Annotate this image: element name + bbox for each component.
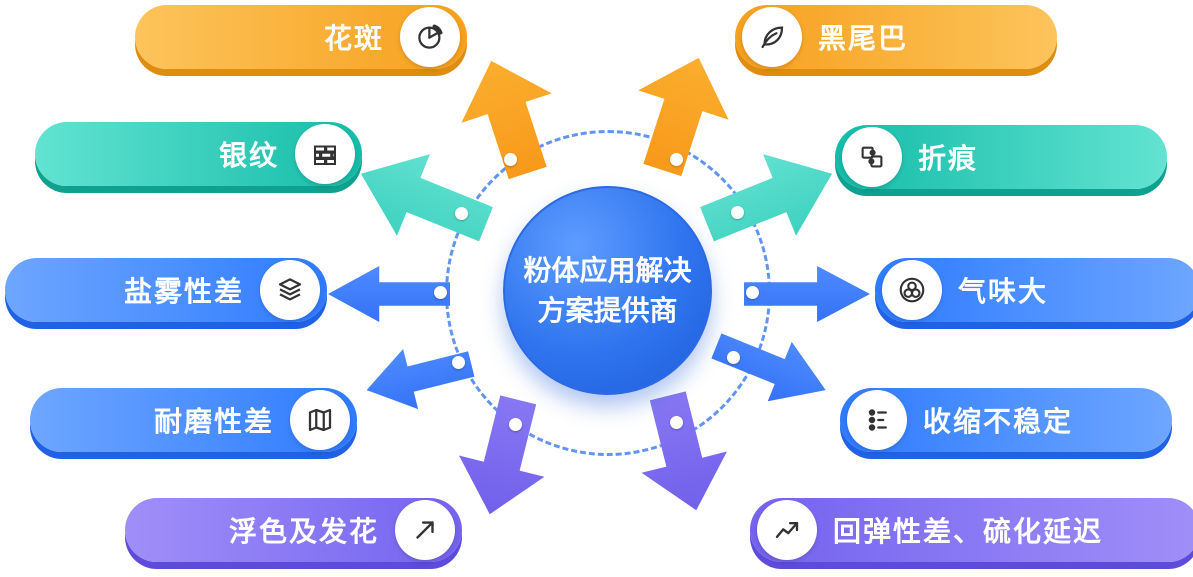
brick-wall-icon bbox=[295, 124, 355, 184]
arrow-to-yanwu bbox=[328, 266, 450, 322]
pill-fuse: 浮色及发花 bbox=[125, 498, 462, 562]
line-chart-icon bbox=[757, 500, 817, 560]
pill-label-naimo: 耐磨性差 bbox=[153, 406, 274, 437]
pill-heiweiba: 黑尾巴 bbox=[735, 5, 1057, 69]
pill-huitan: 回弹性差、硫化延迟 bbox=[750, 498, 1193, 562]
pill-label-yinwen: 银纹 bbox=[218, 140, 279, 171]
connector-dot bbox=[746, 286, 759, 299]
center-title-line2: 方案提供商 bbox=[537, 294, 678, 326]
pill-shousuo: 收缩不稳定 bbox=[840, 388, 1172, 452]
pill-label-heiweiba: 黑尾巴 bbox=[818, 23, 909, 54]
pill-label-fuse: 浮色及发花 bbox=[228, 516, 379, 547]
connector-dot bbox=[670, 153, 683, 166]
puzzle-icon bbox=[842, 127, 902, 187]
pill-label-huaban: 花斑 bbox=[323, 23, 384, 54]
connector-dot bbox=[509, 418, 522, 431]
connector-dot bbox=[504, 153, 517, 166]
pill-qiwei: 气味大 bbox=[875, 258, 1193, 322]
connector-dot bbox=[452, 356, 465, 369]
center-circle: 粉体应用解决 方案提供商 bbox=[503, 186, 712, 395]
list-dots-icon bbox=[847, 390, 907, 450]
layers-icon bbox=[260, 260, 320, 320]
pill-label-zhehen: 折痕 bbox=[918, 143, 979, 174]
center-title-line1: 粉体应用解决 bbox=[523, 254, 692, 286]
pie-chart-icon bbox=[400, 7, 460, 67]
leaf-icon bbox=[742, 7, 802, 67]
pill-label-qiwei: 气味大 bbox=[958, 276, 1049, 307]
pill-huaban: 花斑 bbox=[135, 5, 467, 69]
pill-yanwu: 盐雾性差 bbox=[5, 258, 327, 322]
pill-yinwen: 银纹 bbox=[35, 122, 362, 186]
pill-naimo: 耐磨性差 bbox=[30, 388, 357, 452]
connector-dot bbox=[455, 207, 468, 220]
pill-label-huitan: 回弹性差、硫化延迟 bbox=[833, 516, 1104, 547]
connector-dot bbox=[731, 206, 744, 219]
pill-label-yanwu: 盐雾性差 bbox=[123, 276, 244, 307]
map-icon bbox=[290, 390, 350, 450]
connector-dot bbox=[670, 416, 683, 429]
arrow-up-right-icon bbox=[395, 500, 455, 560]
connector-dot bbox=[727, 351, 740, 364]
connector-dot bbox=[434, 286, 447, 299]
pill-zhehen: 折痕 bbox=[835, 125, 1167, 189]
triple-circles-icon bbox=[882, 260, 942, 320]
pill-label-shousuo: 收缩不稳定 bbox=[923, 406, 1074, 437]
